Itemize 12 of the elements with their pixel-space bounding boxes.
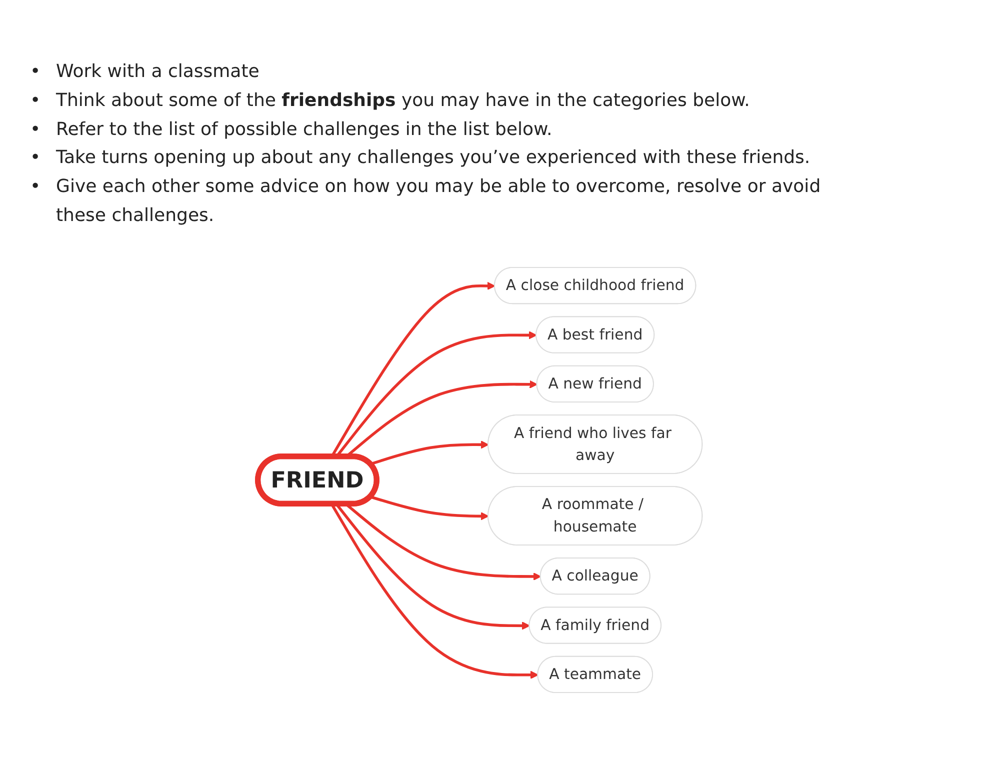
arrow <box>370 496 489 520</box>
instruction-text: Take turns opening up about any challenges you’ve experienced with these friends. <box>56 146 812 170</box>
bullet: • <box>30 175 42 200</box>
bullet: • <box>30 146 42 170</box>
arrow <box>370 440 489 466</box>
bullet: • <box>30 60 42 84</box>
bullet: • <box>30 88 42 113</box>
bullet: • <box>30 118 42 142</box>
instruction-text: Think about some of the friendships you may have in the categories below. <box>56 88 751 113</box>
instruction-text: Work with a classmate <box>56 60 260 84</box>
instruction-text: Give each other some advice on how you may be able to overcome, resolve or avoid these challenges. <box>56 175 822 228</box>
instruction-text: Refer to the list of possible challenges in the list below. <box>56 118 554 142</box>
